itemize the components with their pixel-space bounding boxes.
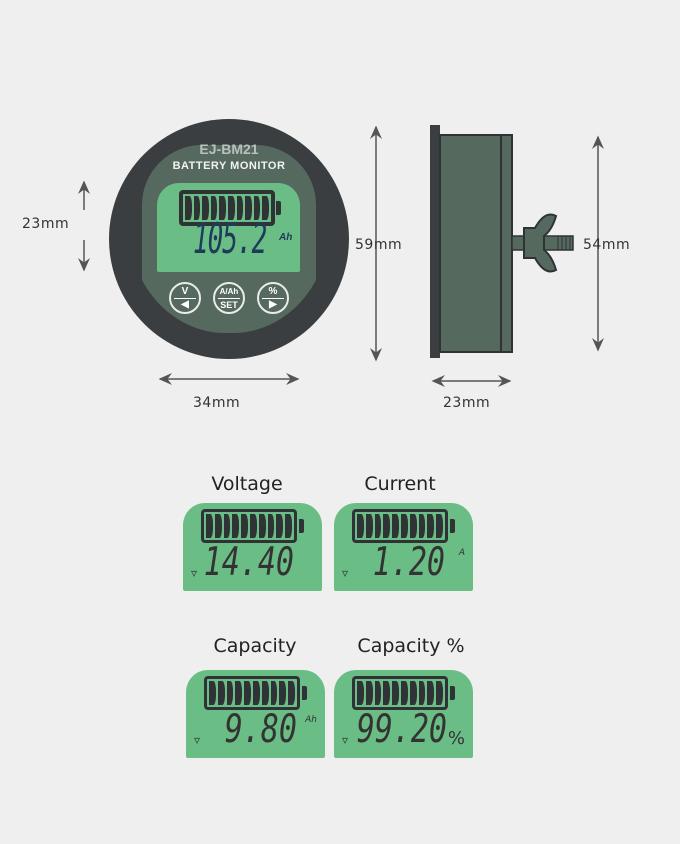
button-label: V [174,286,196,299]
dim-side-height: 54mm [583,237,631,253]
left-arrow-icon: ◀ [181,298,189,310]
main-unit: Ah [279,232,293,243]
mode-label-capacity: Capacity [213,635,297,657]
button-label: A/Ah [218,286,240,299]
voltage-value: 14.40 [203,540,294,586]
battery-icon [204,676,307,710]
battery-icon [352,509,455,543]
lcd-capacity-percent: ▿ 99.20 % [334,670,473,758]
main-lcd: 105.2 Ah [157,183,300,272]
mode-label-current: Current [364,473,436,495]
battery-icon [352,676,455,710]
button-label: % [262,286,284,299]
capacity-unit: Ah [305,715,317,725]
mode-label-capacity-percent: Capacity % [357,635,465,657]
triangle-indicator-icon: ▿ [194,733,201,747]
dim-screen-height: 23mm [22,216,70,232]
model-name: EJ-BM21 [199,141,259,157]
current-unit: A [458,548,465,558]
capacity-value: 9.80 [224,707,297,753]
dim-side-depth: 23mm [443,395,491,411]
main-reading: 105.2 [193,216,267,265]
device-subtitle: BATTERY MONITOR [172,160,286,172]
lcd-voltage: ▿ 14.40 [183,503,322,591]
battery-icon [179,190,281,226]
mode-label-voltage: Voltage [211,473,283,495]
lcd-capacity: ▿ 9.80 Ah [186,670,325,758]
triangle-indicator-icon: ▿ [191,566,198,580]
percent-unit: % [447,728,465,749]
capacity-percent-value: 99.20 [356,707,447,753]
button-label: SET [220,299,238,310]
lcd-current: ▿ 1.20 A [334,503,473,591]
right-arrow-icon: ▶ [269,298,277,310]
side-view [430,125,574,358]
battery-icon [201,509,304,543]
current-value: 1.20 [372,540,445,586]
triangle-indicator-icon: ▿ [342,566,349,580]
percent-right-button[interactable]: %▶ [257,282,289,314]
dim-front-width: 34mm [193,395,241,411]
triangle-indicator-icon: ▿ [342,733,349,747]
dim-diameter: 59mm [355,237,403,253]
voltage-left-button[interactable]: V◀ [169,282,201,314]
